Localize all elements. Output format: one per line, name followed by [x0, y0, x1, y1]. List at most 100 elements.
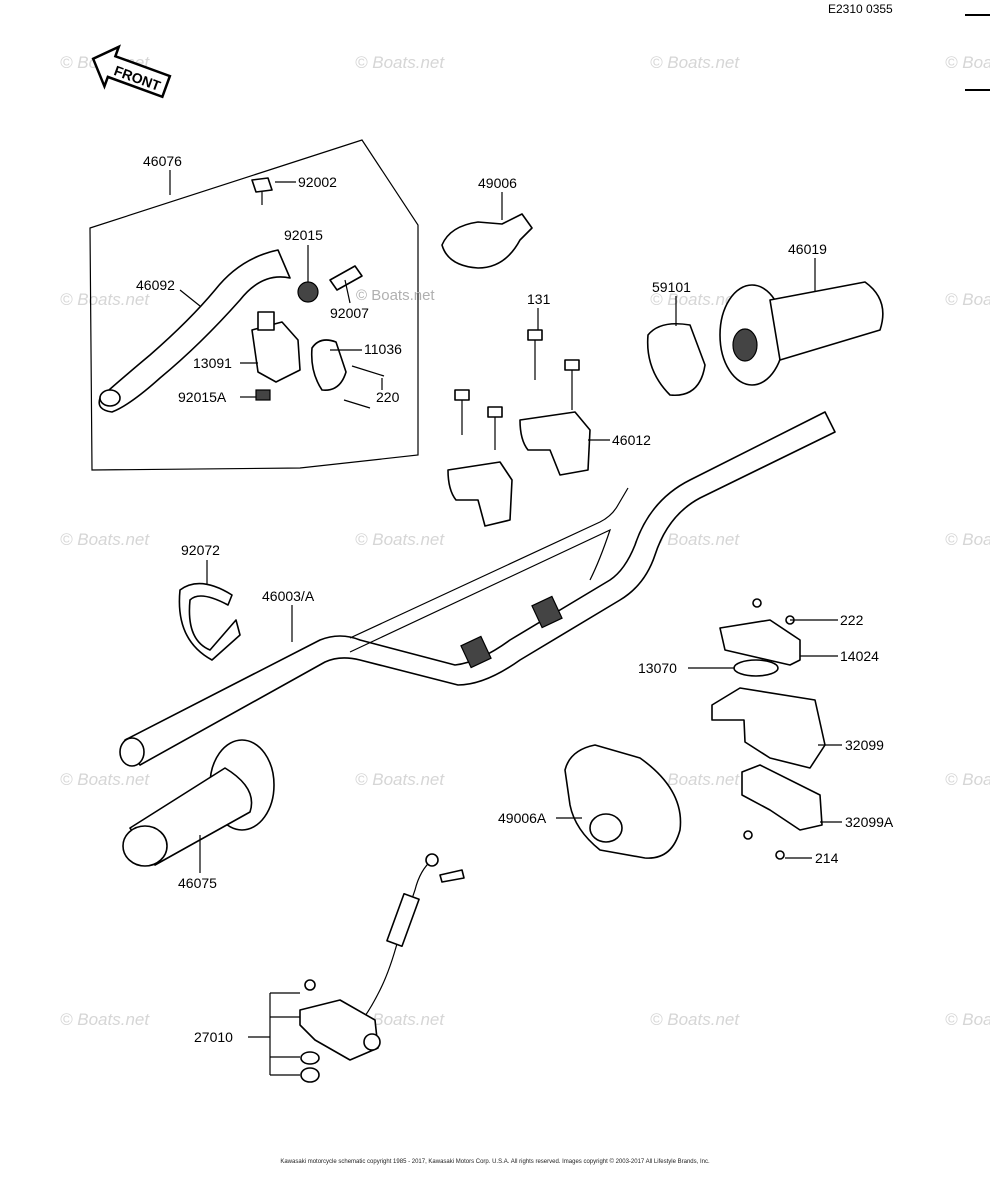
throttle-cover	[564, 744, 682, 859]
watermark: © Boats.net	[356, 287, 435, 304]
handlebar-band	[178, 582, 241, 661]
throttle-gasket	[733, 659, 779, 677]
handlebar-end	[119, 737, 145, 767]
diagram-code: E2310 0355	[828, 2, 893, 16]
bar-pad-band	[531, 595, 563, 629]
holder-bolt-head	[527, 329, 543, 341]
throttle-hub	[732, 328, 758, 362]
part-number: 46003/A	[262, 588, 315, 604]
lever-holder	[251, 321, 301, 383]
holder-bolt-head	[454, 389, 470, 401]
part-number: 92007	[330, 305, 369, 321]
bar-pad-band	[460, 635, 492, 669]
part-number: 49006A	[498, 810, 547, 826]
leader-92007	[344, 279, 351, 304]
lever-assembly-box	[89, 139, 419, 471]
wire-sleeve	[386, 892, 420, 948]
part-number: 220	[376, 389, 400, 405]
part-number: 92015	[284, 227, 323, 243]
throttle-case-upper	[711, 687, 826, 769]
watermark: © Boats.net	[60, 290, 150, 309]
adjuster-bolt	[329, 265, 363, 291]
lever-cover	[441, 213, 533, 269]
part-number: 131	[527, 291, 551, 307]
clamp-screw	[351, 365, 385, 377]
part-number: 92072	[181, 542, 220, 558]
lever-clamp	[310, 339, 347, 391]
handlebar-holder	[447, 461, 513, 527]
part-number: 46012	[612, 432, 651, 448]
pivot-nut	[255, 389, 271, 401]
wire-connector	[439, 869, 465, 883]
part-number: 222	[840, 612, 864, 628]
watermark: © Boats.net	[945, 530, 990, 549]
switch-wire	[361, 859, 433, 1021]
part-number: 27010	[194, 1029, 233, 1045]
switch-washer	[300, 1051, 320, 1065]
leader-lines	[169, 170, 842, 1076]
holder-bolt-head	[487, 406, 503, 418]
watermark: © Boats.net	[355, 1010, 445, 1029]
wire-terminal	[425, 853, 439, 867]
left-grip-end	[122, 825, 168, 867]
clutch-lever	[98, 249, 291, 413]
watermark: © Boats.net	[60, 530, 150, 549]
throttle-case-cover	[719, 619, 801, 666]
throttle-cover-hole	[589, 813, 623, 843]
part-number: 46092	[136, 277, 175, 293]
watermark: © Boats.net	[60, 770, 150, 789]
part-number: 46019	[788, 241, 827, 257]
watermark: © Boats.net	[650, 290, 740, 309]
part-number: 214	[815, 850, 839, 866]
part-number: 32099A	[845, 814, 894, 830]
part-number: 59101	[652, 279, 691, 295]
lever-tip	[99, 389, 121, 407]
lever-bolt-head	[251, 177, 273, 193]
case-screw	[752, 598, 762, 608]
watermark: © Boats.net	[945, 770, 990, 789]
watermark: © Boats.net	[945, 53, 990, 72]
part-number: 92015A	[178, 389, 227, 405]
part-number: 49006	[478, 175, 517, 191]
copyright-footer: Kawasaki motorcycle schematic copyright …	[280, 1158, 710, 1165]
clamp-screw	[343, 399, 371, 409]
handlebar-holder	[519, 411, 591, 476]
holder-bolt-head	[564, 359, 580, 371]
case-screw	[775, 850, 785, 860]
adjuster-nut	[297, 281, 319, 303]
throttle-grip	[769, 281, 884, 361]
part-number: 13091	[193, 355, 232, 371]
watermark-layer: © Boats.net © Boats.net © Boats.net © Bo…	[60, 53, 990, 1029]
watermark: © Boats.net	[650, 1010, 740, 1029]
part-number: 13070	[638, 660, 677, 676]
case-screw	[743, 830, 753, 840]
part-number: 11036	[364, 341, 402, 357]
watermark: © Boats.net	[945, 1010, 990, 1029]
front-arrow: FRONT	[91, 44, 172, 99]
watermark: © Boats.net	[650, 53, 740, 72]
cable-guide	[646, 322, 706, 396]
watermark: © Boats.net	[60, 1010, 150, 1029]
watermark: © Boats.net	[650, 530, 740, 549]
watermark: © Boats.net	[650, 770, 740, 789]
leader-46092	[179, 289, 201, 307]
kill-switch	[299, 999, 379, 1061]
switch-nut	[300, 1067, 320, 1083]
part-labels: 46076 92002 92015 46092 92007 © Boats.ne…	[136, 153, 894, 1045]
watermark: © Boats.net	[355, 530, 445, 549]
part-number: 46075	[178, 875, 217, 891]
part-number: 14024	[840, 648, 879, 664]
watermark: © Boats.net	[945, 290, 990, 309]
part-number: 92002	[298, 174, 337, 190]
watermark: © Boats.net	[355, 770, 445, 789]
watermark: © Boats.net	[355, 53, 445, 72]
part-number: 46076	[143, 153, 182, 169]
switch-button	[363, 1033, 381, 1051]
holder-pivot	[257, 311, 275, 331]
handlebar-brace	[349, 487, 629, 639]
part-number: 32099	[845, 737, 884, 753]
switch-screw	[304, 979, 316, 991]
throttle-case-lower	[741, 764, 823, 831]
handlebar-brace	[349, 528, 612, 653]
